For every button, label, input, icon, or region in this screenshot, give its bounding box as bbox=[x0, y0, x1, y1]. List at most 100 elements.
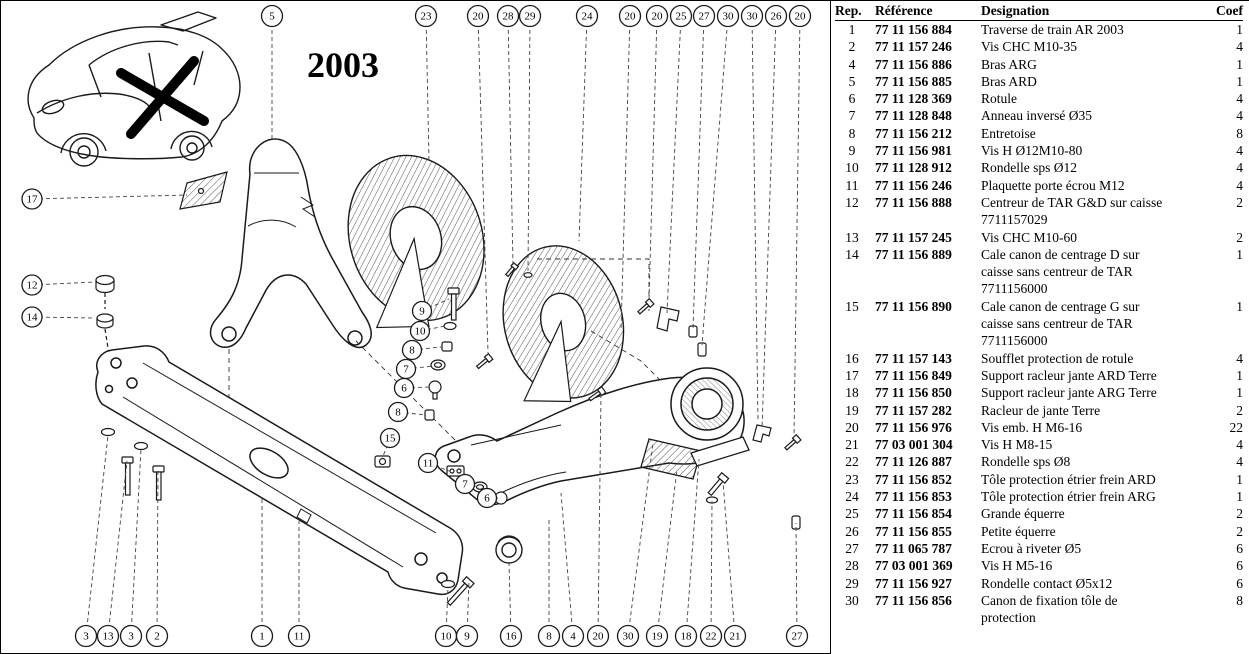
svg-text:2: 2 bbox=[154, 631, 160, 643]
svg-text:7: 7 bbox=[462, 479, 468, 491]
cell-rep: 23 bbox=[845, 471, 859, 487]
bolt-21 bbox=[707, 471, 730, 497]
cell-rep: 7 bbox=[848, 108, 856, 124]
svg-text:3: 3 bbox=[83, 631, 89, 643]
callout-10: 10 bbox=[409, 320, 446, 342]
svg-text:25: 25 bbox=[676, 11, 688, 23]
cell-reference: 77 11 156 888 bbox=[875, 194, 952, 210]
cell-coef: 4 bbox=[1236, 108, 1243, 124]
callout-11: 11 bbox=[287, 521, 311, 648]
cell-reference: 77 11 156 849 bbox=[875, 367, 952, 383]
cell-reference: 77 11 126 887 bbox=[875, 454, 952, 470]
cell-reference: 77 11 157 246 bbox=[875, 39, 952, 55]
cell-coef: 4 bbox=[1236, 143, 1243, 159]
cell-coef: 6 bbox=[1236, 558, 1243, 574]
cell-designation: Bras ARG bbox=[981, 56, 1037, 72]
arm-ard-drawing bbox=[209, 138, 372, 349]
svg-text:23: 23 bbox=[421, 11, 433, 23]
cell-reference: 77 11 065 787 bbox=[875, 540, 952, 556]
cell-rep: 13 bbox=[845, 229, 859, 245]
centering-parts bbox=[95, 274, 115, 368]
cell-designation: Tôle protection étrier frein ARD bbox=[981, 471, 1156, 487]
cell-reference: 77 03 001 304 bbox=[875, 437, 953, 453]
cell-reference: 77 11 156 246 bbox=[875, 177, 952, 193]
callout-22: 22 bbox=[699, 500, 723, 648]
cell-rep: 20 bbox=[845, 419, 859, 435]
cell-rep: 19 bbox=[845, 402, 859, 418]
washer-29 bbox=[523, 272, 533, 278]
svg-text:22: 22 bbox=[706, 631, 717, 643]
cell-reference: 77 11 128 912 bbox=[875, 160, 952, 176]
cell-designation: Petite équerre bbox=[981, 523, 1056, 539]
callout-9: 9 bbox=[455, 580, 479, 648]
callout-8: 8 bbox=[537, 519, 561, 648]
cell-rep: 17 bbox=[845, 367, 859, 383]
cell-rep: 30 bbox=[845, 592, 859, 608]
cell-designation: Support racleur jante ARD Terre bbox=[981, 367, 1157, 383]
svg-text:15: 15 bbox=[385, 433, 397, 445]
callout-13: 13 bbox=[96, 460, 128, 648]
svg-text:20: 20 bbox=[795, 11, 807, 23]
cell-reference: 77 11 156 890 bbox=[875, 298, 952, 314]
cell-rep: 27 bbox=[845, 540, 859, 556]
callout-8: 8 bbox=[387, 401, 427, 423]
cell-reference: 77 11 156 855 bbox=[875, 523, 952, 539]
cell-coef: 1 bbox=[1236, 298, 1243, 314]
callout-29: 29 bbox=[518, 4, 542, 272]
cell-reference: 77 11 156 850 bbox=[875, 385, 952, 401]
callout-5: 5 bbox=[260, 4, 284, 141]
cell-coef: 2 bbox=[1236, 506, 1243, 522]
cell-rep: 11 bbox=[845, 177, 859, 193]
svg-text:12: 12 bbox=[27, 280, 38, 292]
callout-16: 16 bbox=[499, 562, 523, 648]
cell-coef: 4 bbox=[1236, 350, 1243, 366]
callout-17: 17 bbox=[21, 188, 188, 210]
callout-30: 30 bbox=[701, 4, 740, 346]
col-header-reference: Référence bbox=[875, 3, 933, 18]
cell-designation: Support racleur jante ARG Terre bbox=[981, 385, 1157, 401]
callout-10: 10 bbox=[434, 586, 458, 648]
cell-designation: Cale canon de centrage G sur caisse sans… bbox=[981, 298, 1140, 349]
cell-rep: 9 bbox=[848, 143, 856, 159]
cell-rep: 25 bbox=[845, 506, 859, 522]
cell-reference: 77 11 157 245 bbox=[875, 229, 952, 245]
cell-rep: 18 bbox=[845, 385, 859, 401]
car-illustration bbox=[27, 11, 241, 167]
cell-coef: 6 bbox=[1236, 575, 1243, 591]
svg-text:30: 30 bbox=[623, 631, 635, 643]
callout-19: 19 bbox=[645, 468, 678, 648]
cell-coef: 8 bbox=[1236, 125, 1243, 141]
svg-text:10: 10 bbox=[415, 326, 427, 338]
callout-26: 26 bbox=[761, 4, 788, 430]
cell-reference: 77 11 128 369 bbox=[875, 91, 952, 107]
callout-21: 21 bbox=[722, 480, 747, 648]
bolt-9b bbox=[446, 575, 475, 607]
svg-text:27: 27 bbox=[792, 631, 804, 643]
cell-coef: 6 bbox=[1236, 540, 1243, 556]
cell-coef: 4 bbox=[1236, 454, 1243, 470]
screw-20d bbox=[784, 433, 802, 451]
callout-20: 20 bbox=[645, 4, 669, 302]
ball-joint-boot-drawing bbox=[495, 535, 523, 564]
screw-20b bbox=[588, 385, 607, 402]
washer-3a bbox=[100, 427, 116, 437]
cell-designation: Rondelle sps Ø8 bbox=[981, 454, 1071, 470]
cell-rep: 28 bbox=[845, 558, 859, 574]
svg-text:9: 9 bbox=[419, 306, 425, 318]
cell-rep: 22 bbox=[845, 454, 859, 470]
svg-text:4: 4 bbox=[570, 631, 576, 643]
callout-4: 4 bbox=[560, 492, 585, 648]
svg-text:17: 17 bbox=[27, 194, 39, 206]
cell-reference: 77 11 156 927 bbox=[875, 575, 952, 591]
